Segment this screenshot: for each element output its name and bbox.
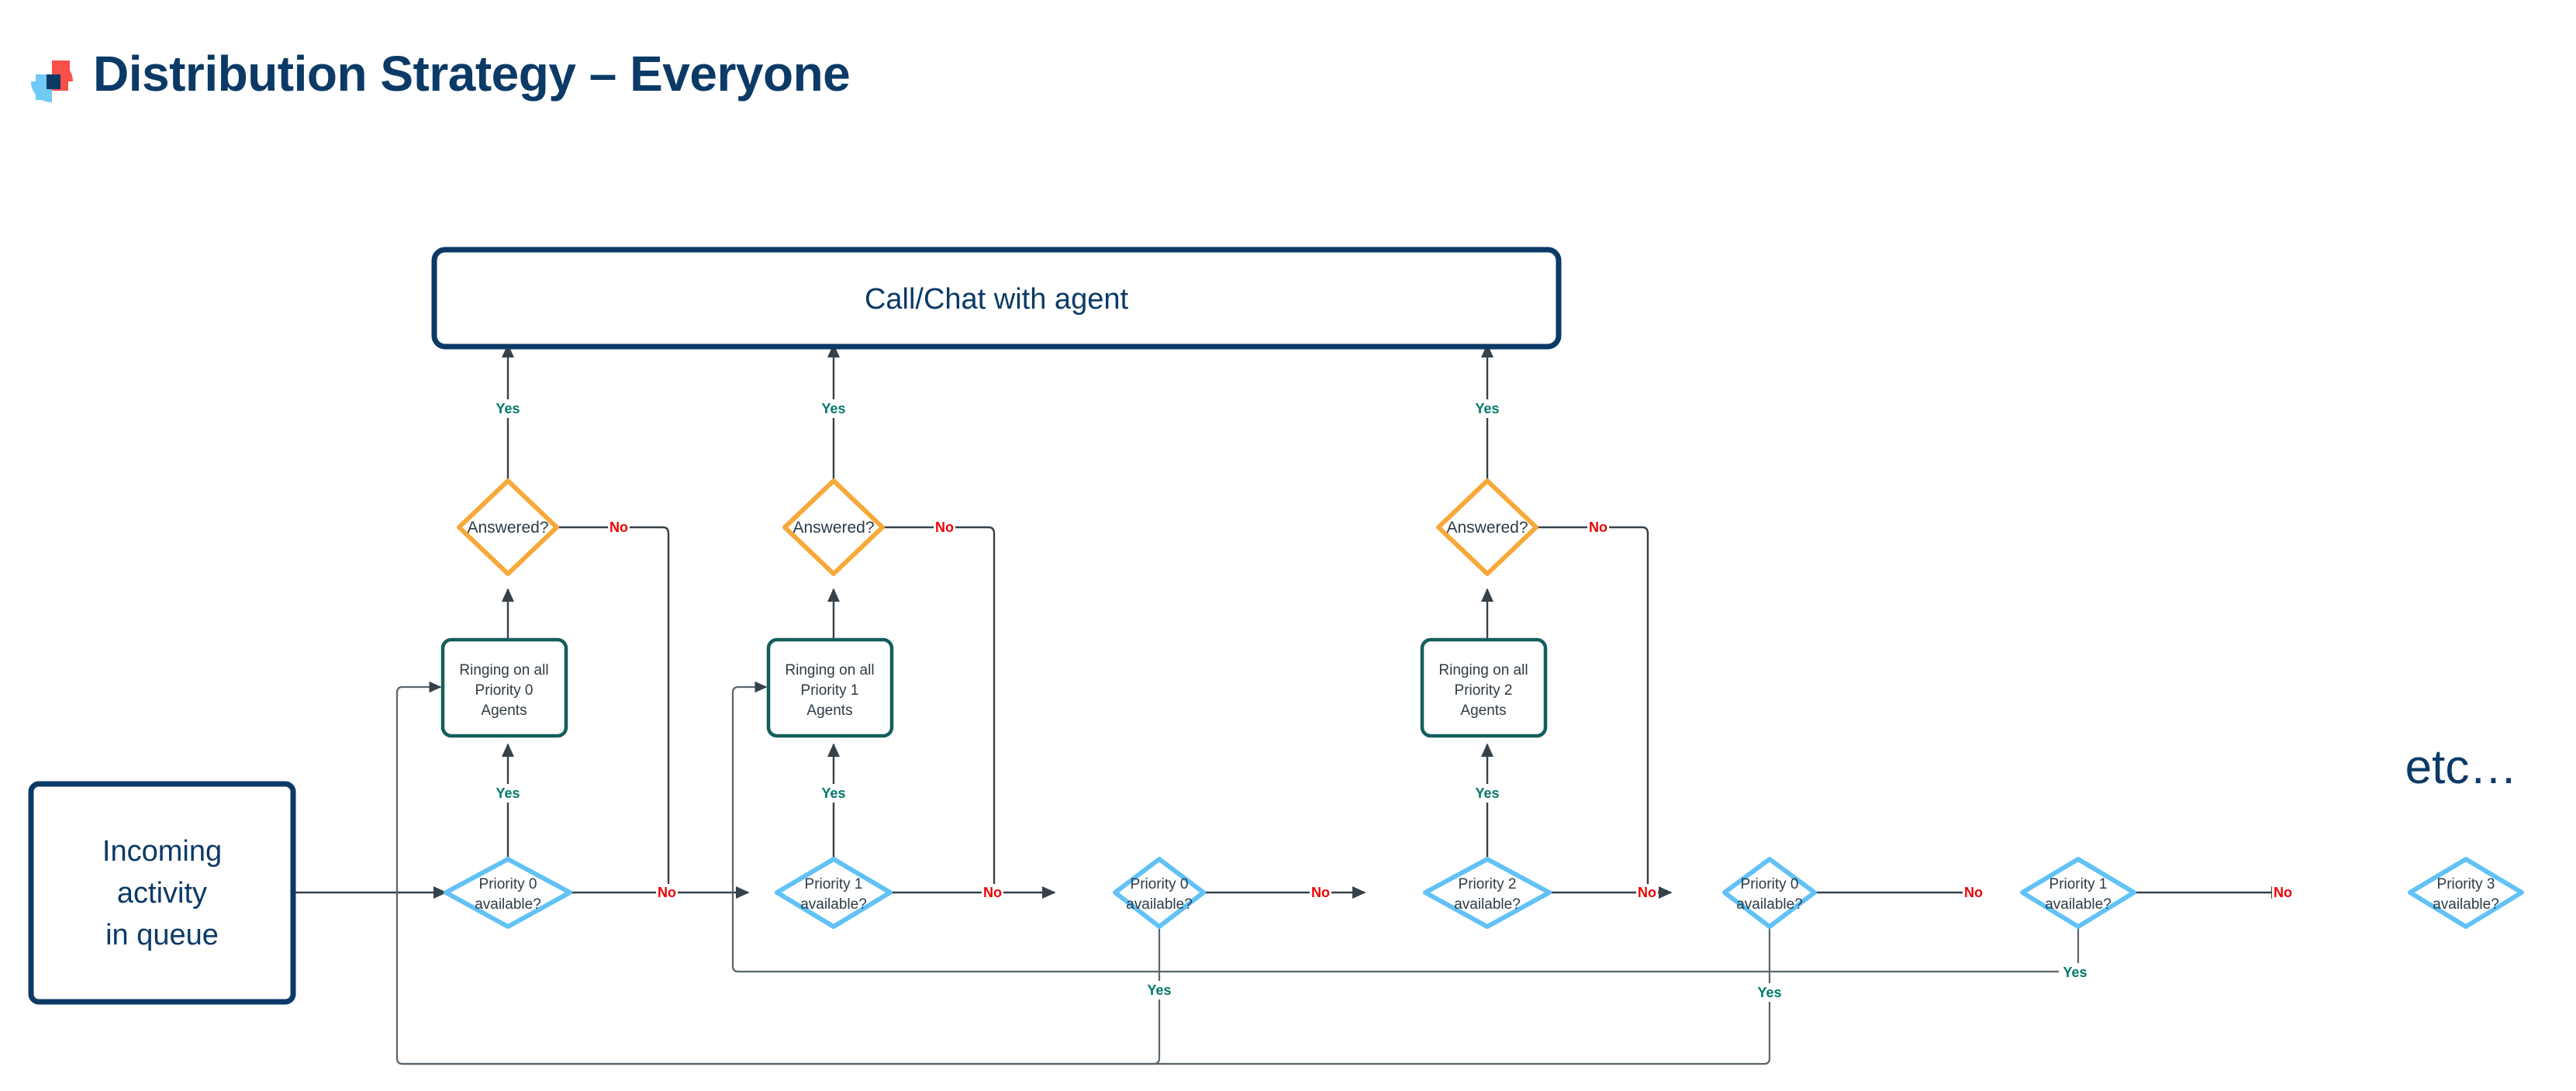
edge-label-p2a-no: No <box>1638 885 1656 900</box>
edge-label-p1b-yes: Yes <box>2063 965 2087 980</box>
edge-label-ans1-yes: Yes <box>821 401 845 416</box>
edge-ans1-no <box>882 526 996 892</box>
node-priority-1-available-a[interactable]: Priority 1 available? <box>775 857 893 929</box>
node-label-ring1-2: Priority 1 <box>801 682 859 699</box>
etc-annotation: etc… <box>2405 741 2518 794</box>
node-label-incoming-3: in queue <box>105 919 219 951</box>
node-label-p0a-1: Priority 0 <box>479 876 537 892</box>
edges-layer <box>293 344 2285 1065</box>
edge-label-p2a-yes: Yes <box>1475 785 1499 801</box>
edge-p1b-yes-loop <box>731 681 2080 973</box>
node-call-chat-with-agent[interactable]: Call/Chat with agent <box>431 247 1562 350</box>
edge-label-ans1-no: No <box>935 520 954 535</box>
node-label-p0c-1: Priority 0 <box>1741 876 1799 892</box>
node-priority-1-available-b[interactable]: Priority 1 available? <box>2020 857 2136 929</box>
node-label-p3a-1: Priority 3 <box>2437 876 2495 892</box>
node-priority-3-available[interactable]: Priority 3 available? <box>2408 857 2524 929</box>
node-label-p0c-2: available? <box>1736 896 1803 913</box>
edge-ans2-no <box>1536 526 1649 892</box>
node-label-p2a-1: Priority 2 <box>1459 876 1517 892</box>
edge-ans0-no <box>557 526 670 892</box>
node-label-call-chat: Call/Chat with agent <box>865 283 1129 316</box>
node-label-p1b-2: available? <box>2045 896 2112 913</box>
edge-labels-layer: Yes Yes Yes Yes Yes Yes Yes Yes Yes No N… <box>495 399 2294 1002</box>
node-label-p3a-2: available? <box>2433 896 2499 913</box>
node-label-p0a-2: available? <box>475 896 541 913</box>
edge-label-p1b-no: No <box>2274 885 2292 900</box>
edge-p0b-yes-loop <box>395 681 1161 1065</box>
node-label-p0b-1: Priority 0 <box>1131 876 1189 892</box>
node-priority-2-available[interactable]: Priority 2 available? <box>1423 857 1552 929</box>
edge-label-p0a-no: No <box>658 885 676 900</box>
node-label-ring2-1: Ringing on all <box>1438 662 1528 678</box>
node-answered-1[interactable]: Answered? <box>782 478 885 576</box>
edge-label-p0c-yes: Yes <box>1757 985 1781 1000</box>
node-label-p0b-2: available? <box>1126 896 1193 913</box>
app-logo-icon <box>31 60 73 102</box>
node-label-ring0-1: Ringing on all <box>459 662 548 678</box>
node-answered-0[interactable]: Answered? <box>457 478 559 576</box>
edge-label-p0a-yes: Yes <box>496 785 520 801</box>
node-label-ring0-2: Priority 0 <box>475 682 534 699</box>
edge-label-p1a-yes: Yes <box>821 785 845 801</box>
node-label-ring1-1: Ringing on all <box>785 662 874 678</box>
node-answered-2[interactable]: Answered? <box>1436 478 1538 576</box>
node-label-p1a-1: Priority 1 <box>805 876 863 892</box>
node-priority-0-available-b[interactable]: Priority 0 available? <box>1113 857 1206 929</box>
node-ringing-priority-1[interactable]: Ringing on all Priority 1 Agents <box>766 637 894 738</box>
node-label-answered-1: Answered? <box>792 519 874 537</box>
edge-label-p1a-no: No <box>983 885 1002 900</box>
edge-label-p0c-no: No <box>1964 885 1983 900</box>
node-ringing-priority-2[interactable]: Ringing on all Priority 2 Agents <box>1420 637 1548 738</box>
edge-label-ans0-no: No <box>609 520 628 535</box>
node-priority-0-available-c[interactable]: Priority 0 available? <box>1722 857 1817 929</box>
node-label-ring1-3: Agents <box>806 703 852 719</box>
edge-p0c-yes-loop <box>402 927 1771 1065</box>
edge-label-p0b-no: No <box>1311 885 1330 900</box>
node-label-ring0-3: Agents <box>481 703 527 719</box>
page-header: Distribution Strategy – Everyone <box>0 0 2576 155</box>
node-label-p2a-2: available? <box>1454 896 1521 913</box>
node-label-p1a-2: available? <box>800 896 867 913</box>
edge-label-ans0-yes: Yes <box>496 401 520 416</box>
node-ringing-priority-0[interactable]: Ringing on all Priority 0 Agents <box>440 637 568 738</box>
node-label-ring2-2: Priority 2 <box>1455 682 1513 699</box>
edge-label-p0b-yes: Yes <box>1147 982 1171 998</box>
node-incoming-activity[interactable]: Incoming activity in queue <box>28 781 296 1005</box>
node-label-answered-2: Answered? <box>1446 519 1528 537</box>
edge-label-ans2-no: No <box>1589 520 1607 535</box>
node-label-p1b-1: Priority 1 <box>2049 876 2108 892</box>
node-label-incoming-1: Incoming <box>102 835 222 868</box>
node-label-answered-0: Answered? <box>467 519 548 537</box>
node-label-ring2-3: Agents <box>1460 703 1506 719</box>
node-priority-0-available-a[interactable]: Priority 0 available? <box>444 857 572 929</box>
edge-label-ans2-yes: Yes <box>1475 401 1499 416</box>
node-label-incoming-2: activity <box>117 877 207 910</box>
page-title: Distribution Strategy – Everyone <box>93 46 851 102</box>
